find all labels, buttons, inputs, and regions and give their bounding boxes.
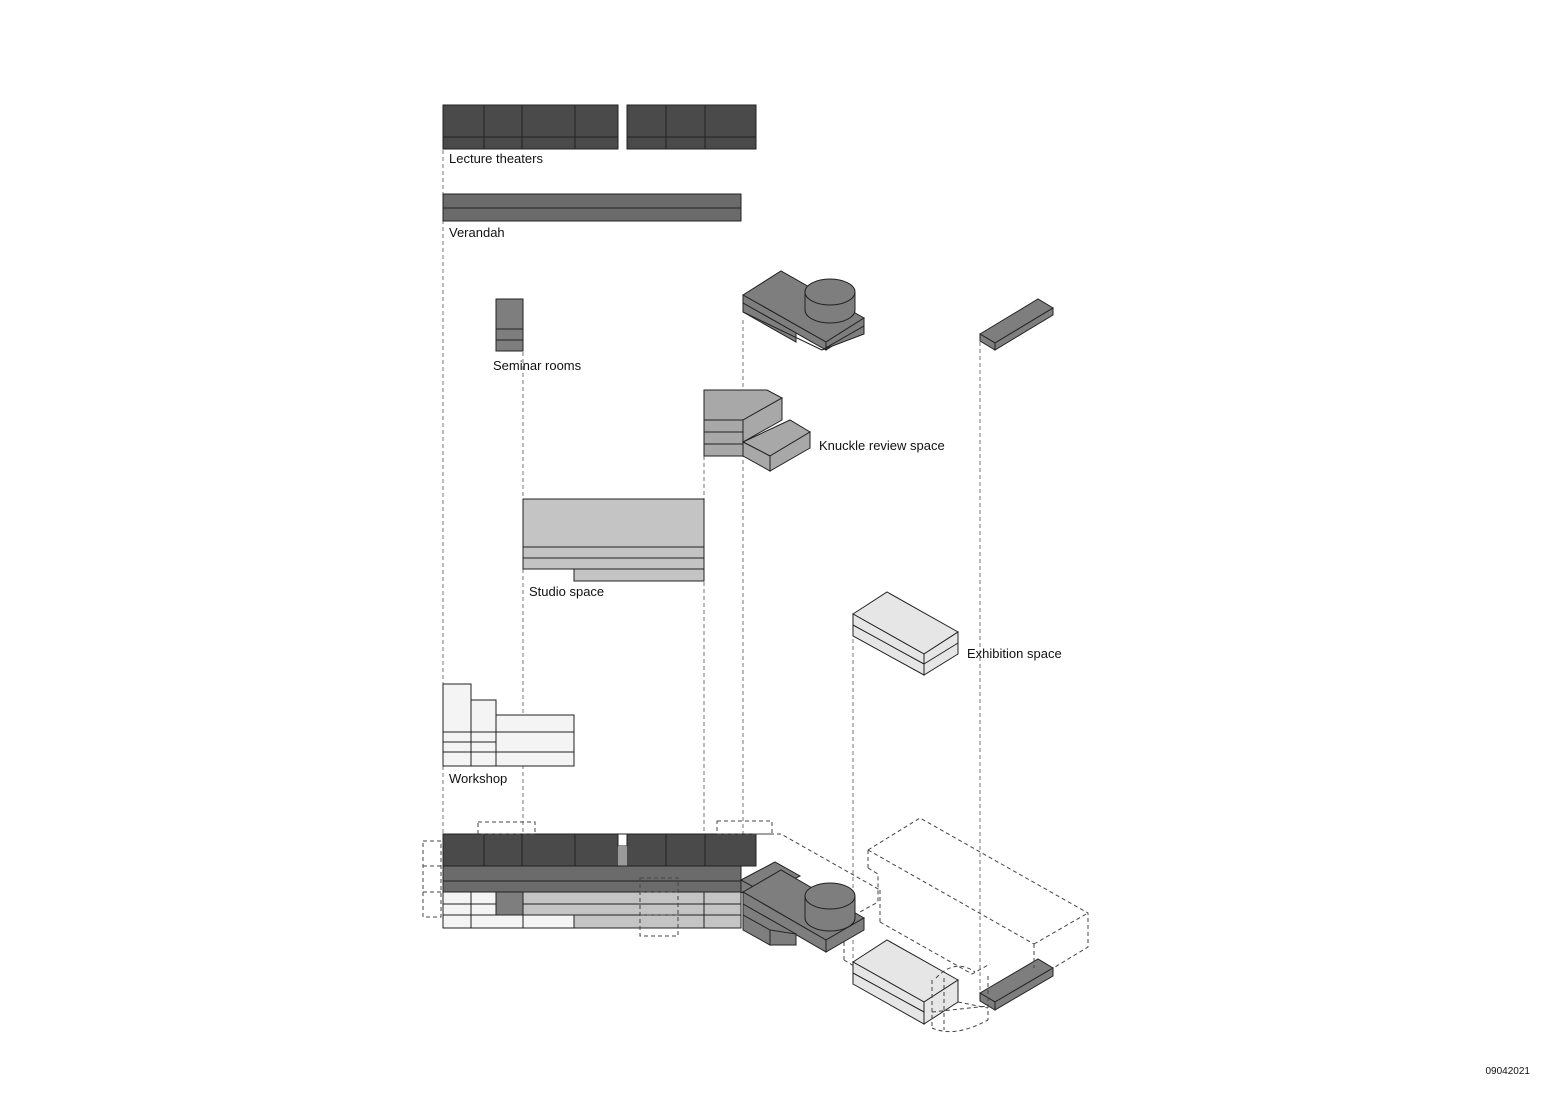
label-seminar-rooms: Seminar rooms xyxy=(493,358,582,373)
verandah-block xyxy=(442,193,742,222)
label-lecture-theaters: Lecture theaters xyxy=(449,151,543,166)
seminar-rooms-block xyxy=(495,298,524,352)
workshop-block xyxy=(442,683,575,767)
label-verandah: Verandah xyxy=(449,225,505,240)
lecture-theaters-block xyxy=(442,104,757,150)
dark-bar-block xyxy=(979,298,1054,351)
dashed-outline-volumes xyxy=(422,817,1089,1033)
knuckle-review-space-block xyxy=(703,389,811,472)
label-workshop: Workshop xyxy=(449,771,507,786)
label-knuckle-review-space: Knuckle review space xyxy=(819,438,945,453)
label-exhibition-space: Exhibition space xyxy=(967,646,1062,661)
exhibition-space-block xyxy=(852,591,959,676)
seminar-rooms-axo-block xyxy=(742,270,865,351)
drawing-code: 09042021 xyxy=(1486,1066,1531,1077)
assembled-building xyxy=(442,833,1054,1025)
studio-space-block xyxy=(522,498,705,582)
label-studio-space: Studio space xyxy=(529,584,604,599)
